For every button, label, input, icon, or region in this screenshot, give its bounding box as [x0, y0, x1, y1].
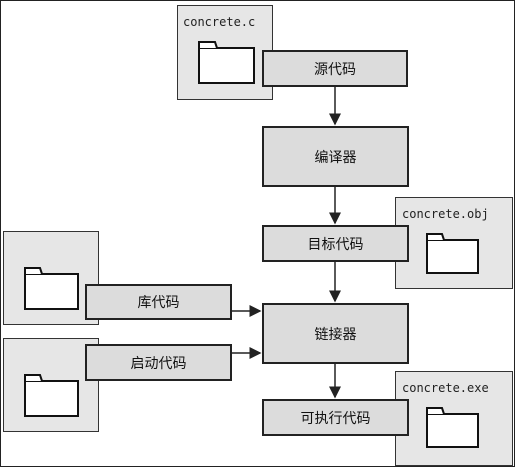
compiler-box: 编译器: [262, 126, 409, 187]
linker-box: 链接器: [262, 303, 409, 364]
folder-icon: [198, 41, 255, 84]
source-code-box: 源代码: [262, 50, 408, 87]
source-file-box: concrete.c: [177, 5, 273, 100]
object-file-name: concrete.obj: [402, 207, 489, 221]
executable-code-box: 可执行代码: [262, 399, 409, 436]
library-file-box: [3, 231, 99, 325]
executable-file-box: concrete.exe: [395, 371, 513, 466]
executable-file-name: concrete.exe: [402, 381, 489, 395]
folder-icon: [426, 407, 479, 448]
startup-file-box: [3, 338, 99, 432]
source-file-name: concrete.c: [183, 15, 256, 29]
folder-icon: [24, 267, 79, 310]
object-file-box: concrete.obj: [395, 197, 513, 289]
startup-code-box: 启动代码: [85, 344, 232, 381]
folder-icon: [24, 374, 79, 417]
library-code-box: 库代码: [85, 284, 232, 320]
object-code-box: 目标代码: [262, 225, 409, 262]
folder-icon: [426, 233, 479, 274]
